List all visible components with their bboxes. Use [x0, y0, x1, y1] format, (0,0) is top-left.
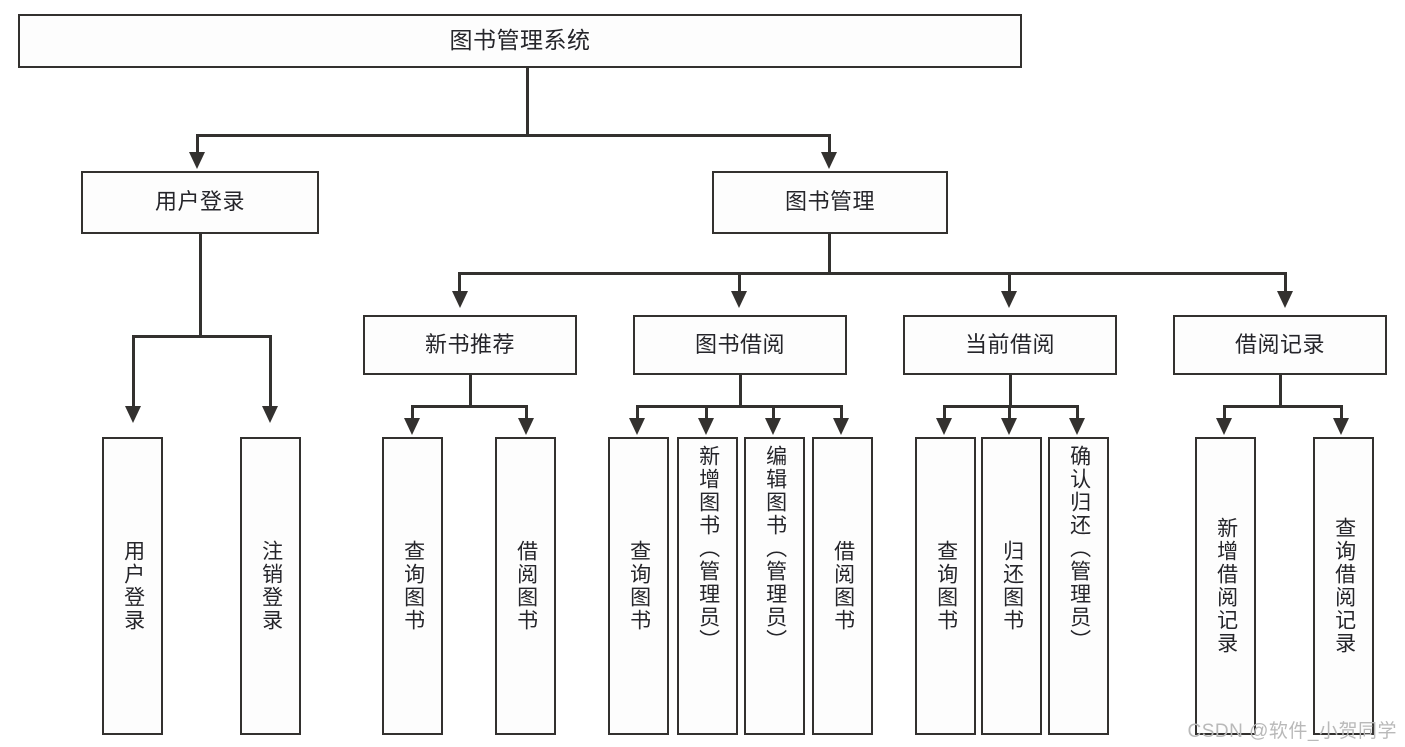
node-label: 图书管理系统 [449, 27, 591, 54]
node-label: 新书推荐 [424, 331, 515, 357]
node-book-management[interactable]: 图书管理 [712, 171, 948, 234]
leaf-current-borrow-return-book[interactable]: 归还图书 [981, 437, 1042, 735]
connector-root-bus [196, 134, 831, 137]
node-label: 归还图书 [1000, 540, 1024, 632]
arrowhead-new-book-leaf-2 [518, 418, 534, 435]
leaf-borrow-record-add-record[interactable]: 新增借阅记录 [1195, 437, 1256, 735]
arrowhead-borrow-record-leaf-1 [1216, 418, 1232, 435]
node-new-book-recommend[interactable]: 新书推荐 [363, 315, 577, 375]
node-book-borrow[interactable]: 图书借阅 [633, 315, 847, 375]
node-label: 查询图书 [934, 540, 958, 632]
leaf-user-login-logout[interactable]: 注销登录 [240, 437, 301, 735]
arrowhead-root-to-book-management [821, 152, 837, 169]
connector-root-stem [526, 68, 529, 134]
node-label: 新增图书（管理员） [696, 445, 720, 652]
connector-borrow-record-drop-2 [1340, 405, 1343, 419]
connector-current-borrow-drop-2 [1008, 405, 1011, 419]
connector-current-borrow-drop-3 [1076, 405, 1079, 419]
leaf-book-borrow-query-book[interactable]: 查询图书 [608, 437, 669, 735]
arrowhead-current-borrow-leaf-2 [1001, 418, 1017, 435]
connector-borrow-record-stem [1279, 375, 1282, 407]
connector-root-to-user-login [196, 134, 199, 154]
connector-book-borrow-bus [636, 405, 843, 408]
connector-new-book-drop-1 [411, 405, 414, 419]
node-label: 当前借阅 [964, 331, 1055, 357]
arrowhead-bm-to-borrow-record [1277, 291, 1293, 308]
connector-borrow-record-bus [1223, 405, 1343, 408]
connector-book-management-stem [828, 234, 831, 274]
arrowhead-bm-to-new-book [452, 291, 468, 308]
arrowhead-current-borrow-leaf-3 [1069, 418, 1085, 435]
connector-current-borrow-bus [943, 405, 1079, 408]
node-label: 用户登录 [121, 540, 145, 632]
connector-book-borrow-drop-2 [705, 405, 708, 419]
connector-user-login-stem [199, 234, 202, 337]
connector-bm-drop-3 [1008, 272, 1011, 292]
leaf-book-borrow-edit-book-admin[interactable]: 编辑图书（管理员） [744, 437, 805, 735]
node-label: 查询图书 [401, 540, 425, 632]
leaf-new-book-borrow-book[interactable]: 借阅图书 [495, 437, 556, 735]
node-label: 图书借阅 [694, 331, 785, 357]
arrowhead-book-borrow-leaf-2 [698, 418, 714, 435]
connector-new-book-drop-2 [525, 405, 528, 419]
arrowhead-bm-to-current-borrow [1001, 291, 1017, 308]
connector-user-login-drop-1 [132, 335, 135, 407]
arrowhead-book-borrow-leaf-4 [833, 418, 849, 435]
node-label: 借阅图书 [514, 540, 538, 632]
node-user-login[interactable]: 用户登录 [81, 171, 319, 234]
connector-new-book-stem [469, 375, 472, 407]
connector-book-borrow-stem [739, 375, 742, 407]
connector-current-borrow-stem [1009, 375, 1012, 407]
node-label: 查询借阅记录 [1332, 517, 1356, 655]
connector-book-management-bus [458, 272, 1287, 275]
node-label: 图书管理 [784, 189, 875, 215]
connector-user-login-bus [132, 335, 272, 338]
connector-bm-drop-4 [1284, 272, 1287, 292]
leaf-current-borrow-confirm-return-admin[interactable]: 确认归还（管理员） [1048, 437, 1109, 735]
arrowhead-book-borrow-leaf-1 [629, 418, 645, 435]
leaf-book-borrow-add-book-admin[interactable]: 新增图书（管理员） [677, 437, 738, 735]
node-label: 注销登录 [259, 540, 283, 632]
arrowhead-user-login-leaf-2 [262, 406, 278, 423]
leaf-book-borrow-borrow-book[interactable]: 借阅图书 [812, 437, 873, 735]
arrowhead-user-login-leaf-1 [125, 406, 141, 423]
connector-book-borrow-drop-3 [772, 405, 775, 419]
node-borrow-record[interactable]: 借阅记录 [1173, 315, 1387, 375]
arrowhead-current-borrow-leaf-1 [936, 418, 952, 435]
connector-bm-drop-2 [738, 272, 741, 292]
arrowhead-new-book-leaf-1 [404, 418, 420, 435]
node-label: 编辑图书（管理员） [763, 445, 787, 652]
node-root-book-management-system[interactable]: 图书管理系统 [18, 14, 1022, 68]
connector-book-borrow-drop-1 [636, 405, 639, 419]
arrowhead-book-borrow-leaf-3 [765, 418, 781, 435]
leaf-user-login-login[interactable]: 用户登录 [102, 437, 163, 735]
connector-bm-drop-1 [458, 272, 461, 292]
connector-new-book-bus [411, 405, 528, 408]
arrowhead-borrow-record-leaf-2 [1333, 418, 1349, 435]
node-label: 查询图书 [627, 540, 651, 632]
connector-book-borrow-drop-4 [840, 405, 843, 419]
node-label: 用户登录 [154, 189, 245, 215]
connector-root-to-book-management [828, 134, 831, 154]
arrowhead-root-to-user-login [189, 152, 205, 169]
node-label: 确认归还（管理员） [1067, 445, 1091, 652]
connector-borrow-record-drop-1 [1223, 405, 1226, 419]
arrowhead-bm-to-book-borrow [731, 291, 747, 308]
node-label: 新增借阅记录 [1214, 517, 1238, 655]
leaf-new-book-query-book[interactable]: 查询图书 [382, 437, 443, 735]
connector-current-borrow-drop-1 [943, 405, 946, 419]
node-label: 借阅记录 [1234, 331, 1325, 357]
leaf-current-borrow-query-book[interactable]: 查询图书 [915, 437, 976, 735]
leaf-borrow-record-query-record[interactable]: 查询借阅记录 [1313, 437, 1374, 735]
node-label: 借阅图书 [831, 540, 855, 632]
node-current-borrow[interactable]: 当前借阅 [903, 315, 1117, 375]
connector-user-login-drop-2 [269, 335, 272, 407]
